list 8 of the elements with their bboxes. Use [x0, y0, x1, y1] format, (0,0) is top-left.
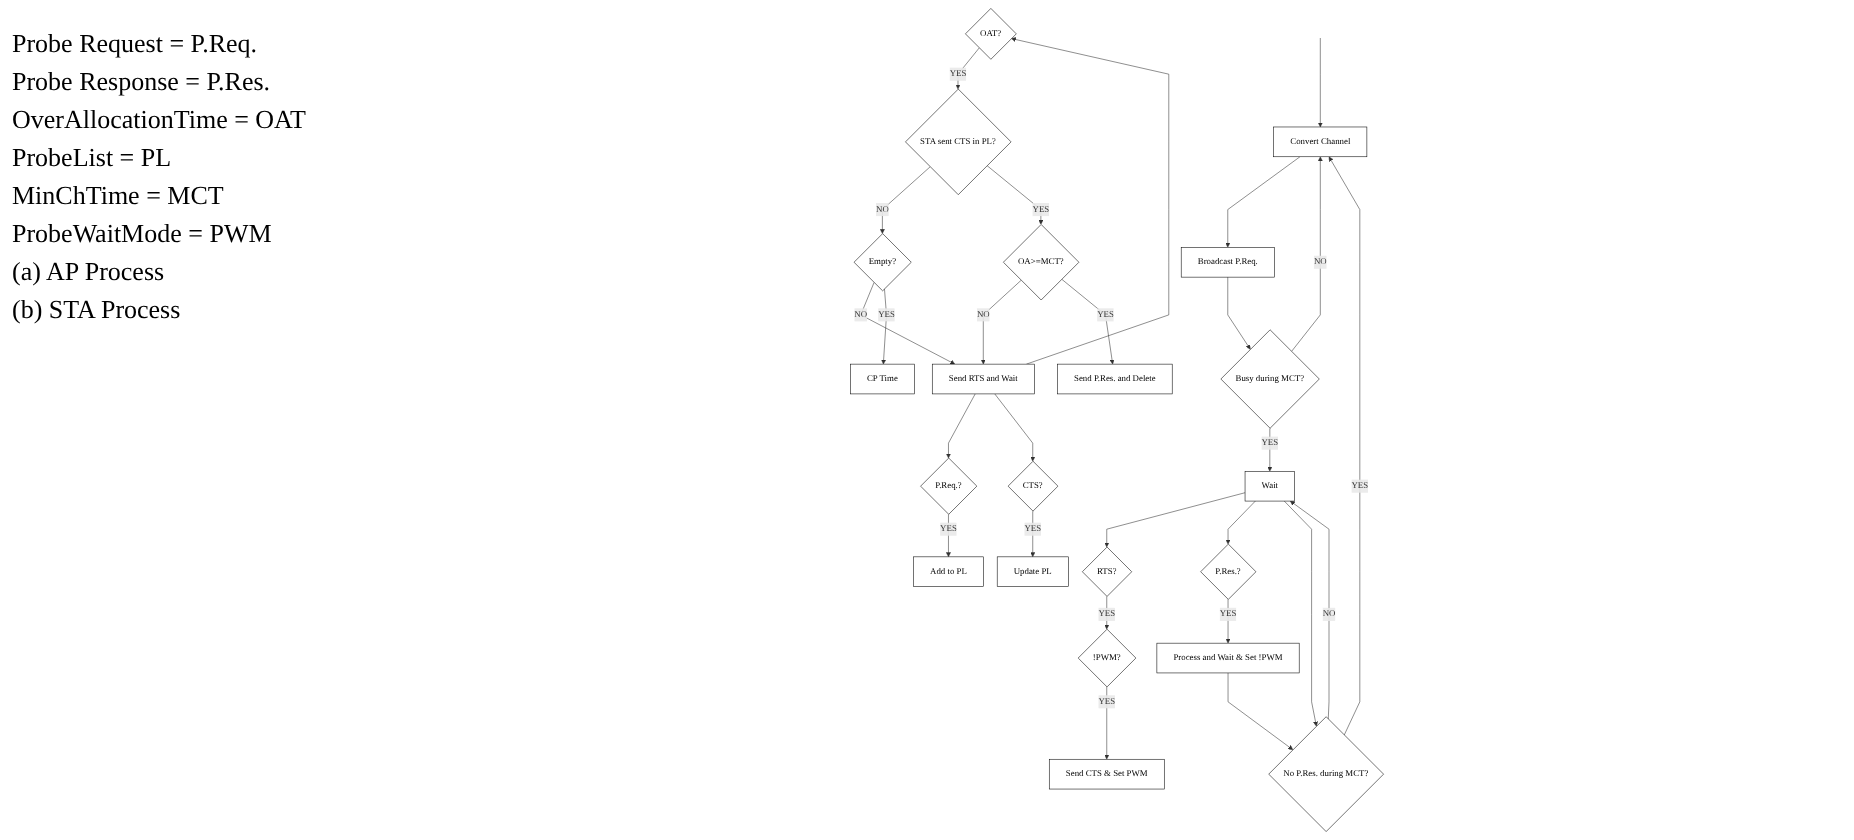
abbreviation-note: MinChTime = MCT	[12, 180, 226, 212]
abbreviation-note: ProbeList = PL	[12, 142, 174, 174]
abbreviation-note: OverAllocationTime = OAT	[12, 104, 308, 136]
abbreviation-note: (b) STA Process	[12, 294, 183, 326]
abbreviation-note: (a) AP Process	[12, 256, 167, 288]
abbreviation-note: ProbeWaitMode = PWM	[12, 218, 274, 250]
abbreviation-note: Probe Response = P.Res.	[12, 66, 273, 98]
abbreviation-note: Probe Request = P.Req.	[12, 28, 260, 60]
